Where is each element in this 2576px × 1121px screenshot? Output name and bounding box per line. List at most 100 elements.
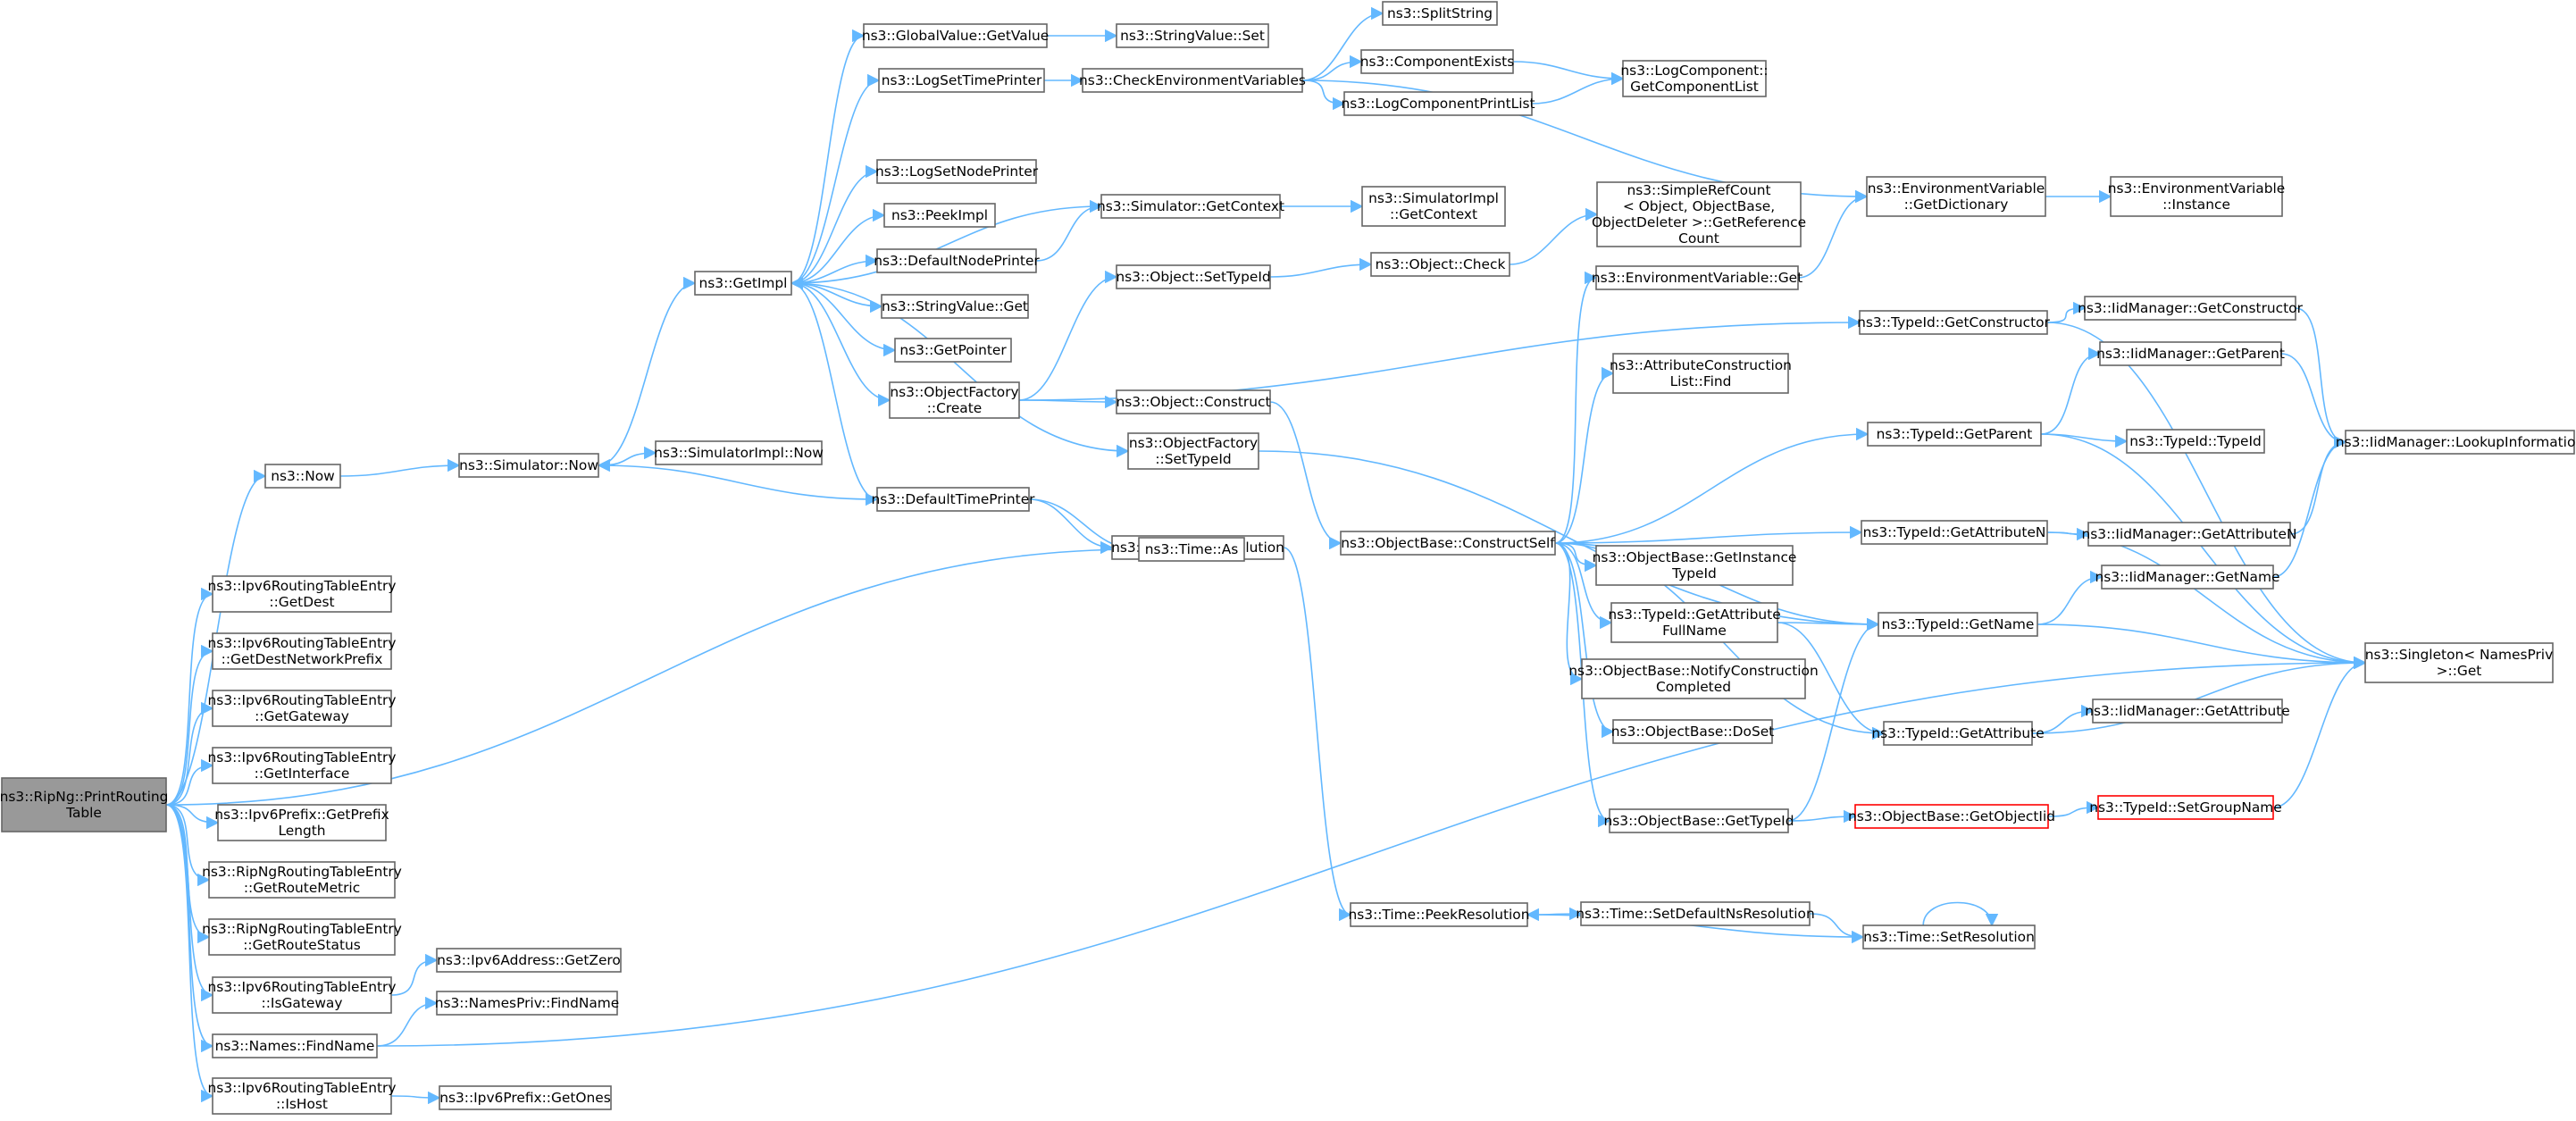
node-sim-getcontext[interactable]: ns3::Simulator::GetContext [1097, 194, 1284, 219]
node-label: ::SetTypeId [1155, 451, 1231, 467]
node-box [1595, 545, 1794, 586]
node-logsetnodeprinter[interactable]: ns3::LogSetNodePrinter [875, 159, 1039, 184]
node-iid-getparent[interactable]: ns3::IidManager::GetParent [2096, 341, 2285, 366]
node-label: ns3::IidManager::GetParent [2096, 346, 2285, 362]
node-iid-getconstructor[interactable]: ns3::IidManager::GetConstructor [2078, 296, 2304, 321]
node-typeid-getconstructor[interactable]: ns3::TypeId::GetConstructor [1857, 310, 2051, 335]
node-obj-settypeid[interactable]: ns3::Object::SetTypeId [1116, 264, 1271, 289]
node-ob-notify[interactable]: ns3::ObjectBase::NotifyConstructionCompl… [1568, 658, 1819, 699]
node-envvar-getdict[interactable]: ns3::EnvironmentVariable::GetDictionary [1866, 176, 2046, 217]
node-obj-check[interactable]: ns3::Object::Check [1370, 252, 1510, 277]
node-defnodeprinter[interactable]: ns3::DefaultNodePrinter [874, 248, 1040, 273]
node-splitstring[interactable]: ns3::SplitString [1382, 1, 1498, 26]
edge-obj-settypeid-to-obj-check [1269, 257, 1373, 278]
node-ripng-getmetric[interactable]: ns3::RipNgRoutingTableEntry::GetRouteMet… [202, 861, 402, 899]
edge-ob-getobjectiid-to-typeid-setgroupname [2047, 800, 2100, 817]
node-box [212, 976, 392, 1014]
node-prefix-getones[interactable]: ns3::Ipv6Prefix::GetOnes [439, 1085, 612, 1110]
node-ripng-getstatus[interactable]: ns3::RipNgRoutingTableEntry::GetRouteSta… [202, 918, 402, 956]
node-box [889, 381, 1020, 419]
node-label: ::GetGateway [255, 708, 349, 724]
node-rte-getgateway[interactable]: ns3::Ipv6RoutingTableEntry::GetGateway [208, 690, 397, 727]
node-addr-getzero[interactable]: ns3::Ipv6Address::GetZero [436, 948, 622, 973]
node-box [1595, 265, 1799, 290]
node-peekimpl[interactable]: ns3::PeekImpl [883, 203, 996, 228]
node-envvar-get[interactable]: ns3::EnvironmentVariable::Get [1592, 265, 1802, 290]
node-rte-getinterface[interactable]: ns3::Ipv6RoutingTableEntry::GetInterface [208, 747, 397, 784]
edge-time-setdefaultns-to-time-setres [1809, 913, 1865, 944]
node-of-create[interactable]: ns3::ObjectFactory::Create [889, 381, 1020, 419]
node-label: ns3::StringValue::Set [1120, 28, 1265, 44]
node-box [1883, 721, 2033, 746]
node-label: ns3::SplitString [1387, 5, 1493, 21]
node-ob-gettypeid[interactable]: ns3::ObjectBase::GetTypeId [1604, 808, 1794, 833]
node-rte-getdest[interactable]: ns3::Ipv6RoutingTableEntry::GetDest [208, 575, 397, 613]
node-getpointer[interactable]: ns3::GetPointer [894, 338, 1012, 363]
node-simimpl-now[interactable]: ns3::SimulatorImpl::Now [654, 440, 824, 465]
node-rte-getdestnet[interactable]: ns3::Ipv6RoutingTableEntry::GetDestNetwo… [208, 632, 397, 670]
node-rte-ishost[interactable]: ns3::Ipv6RoutingTableEntry::IsHost [208, 1077, 397, 1115]
node-label: ns3::IidManager::GetAttribute [2085, 703, 2289, 719]
node-ob-doset[interactable]: ns3::ObjectBase::DoSet [1611, 719, 1774, 744]
node-gv-getvalue[interactable]: ns3::GlobalValue::GetValue [862, 23, 1049, 48]
node-label: ::GetContext [1390, 206, 1477, 222]
node-box [1861, 520, 2048, 545]
node-typeid-typeid[interactable]: ns3::TypeId::TypeId [2126, 429, 2265, 454]
node-logsettimeprinter[interactable]: ns3::LogSetTimePrinter [878, 68, 1045, 93]
node-rte-isgateway[interactable]: ns3::Ipv6RoutingTableEntry::IsGateway [208, 976, 397, 1014]
node-typeid-getparent[interactable]: ns3::TypeId::GetParent [1867, 422, 2042, 447]
node-time-setdefaultns[interactable]: ns3::Time::SetDefaultNsResolution [1576, 901, 1815, 926]
node-getimpl[interactable]: ns3::GetImpl [694, 271, 792, 296]
node-box [876, 487, 1030, 512]
node-now[interactable]: ns3::Now [264, 464, 341, 489]
node-sim-now[interactable]: ns3::Simulator::Now [458, 453, 599, 478]
node-compexists[interactable]: ns3::ComponentExists [1360, 49, 1514, 74]
node-time-as[interactable]: ns3::Time::As [1138, 537, 1245, 562]
node-typeid-getattr[interactable]: ns3::TypeId::GetAttribute [1871, 721, 2045, 746]
edge-root-to-prefix-getlength [165, 804, 220, 830]
node-iid-getattrn[interactable]: ns3::IidManager::GetAttributeN [2082, 522, 2297, 547]
node-deftimeprinter[interactable]: ns3::DefaultTimePrinter [871, 487, 1035, 512]
node-sv-get[interactable]: ns3::StringValue::Get [881, 294, 1029, 319]
edge-root-to-time-as [165, 542, 1141, 806]
node-simimpl-getcontext[interactable]: ns3::SimulatorImpl::GetContext [1361, 186, 1506, 227]
node-label: ns3::LogComponent:: [1620, 63, 1768, 79]
node-box [1612, 353, 1789, 394]
node-simplerefcount[interactable]: ns3::SimpleRefCount< Object, ObjectBase,… [1592, 181, 1806, 247]
node-label: ns3::TypeId::TypeId [2129, 433, 2262, 449]
node-logcomp-getlist[interactable]: ns3::LogComponent::GetComponentList [1620, 60, 1769, 97]
node-envvar-instance[interactable]: ns3::EnvironmentVariable::Instance [2108, 176, 2286, 217]
node-checkenv[interactable]: ns3::CheckEnvironmentVariables [1079, 68, 1306, 93]
edge-now-to-sim-now [339, 458, 461, 477]
node-namespriv-findname[interactable]: ns3::NamesPriv::FindName [435, 991, 620, 1016]
node-box [878, 68, 1045, 93]
node-sv-set[interactable]: ns3::StringValue::Set [1116, 23, 1269, 48]
edge-checkenv-to-logcompprintlist [1301, 79, 1346, 111]
node-iid-getname[interactable]: ns3::IidManager::GetName [2095, 565, 2280, 590]
node-iid-lookup[interactable]: ns3::IidManager::LookupInformation [2336, 430, 2576, 455]
node-label: ns3::Ipv6Address::GetZero [437, 952, 621, 968]
node-ob-getobjectiid[interactable]: ns3::ObjectBase::GetObjectIid [1848, 804, 2055, 829]
node-typeid-setgroupname[interactable]: ns3::TypeId::SetGroupName [2089, 795, 2282, 820]
node-box [1127, 432, 1259, 470]
node-typeid-getname[interactable]: ns3::TypeId::GetName [1878, 612, 2038, 637]
node-time-peekres[interactable]: ns3::Time::PeekResolution [1349, 902, 1530, 927]
node-label: ns3::CheckEnvironmentVariables [1079, 72, 1306, 88]
node-time-setres[interactable]: ns3::Time::SetResolution [1862, 924, 2036, 950]
node-typeid-getattrn[interactable]: ns3::TypeId::GetAttributeN [1861, 520, 2048, 545]
node-of-settypeid[interactable]: ns3::ObjectFactory::SetTypeId [1127, 432, 1259, 470]
node-label: ns3::TypeId::GetName [1882, 616, 2035, 632]
node-iid-getattr[interactable]: ns3::IidManager::GetAttribute [2085, 699, 2290, 724]
node-singleton-get[interactable]: ns3::Singleton< NamesPriv>::Get [2364, 642, 2554, 683]
node-label: ns3::Simulator::GetContext [1097, 198, 1284, 214]
node-label: ns3::TypeId::GetAttributeN [1863, 524, 2046, 540]
node-obj-construct[interactable]: ns3::Object::Construct [1116, 389, 1271, 414]
node-ob-constructself[interactable]: ns3::ObjectBase::ConstructSelf [1340, 531, 1556, 556]
node-logcompprintlist[interactable]: ns3::LogComponentPrintList [1341, 91, 1535, 116]
node-names-findname[interactable]: ns3::Names::FindName [212, 1033, 378, 1058]
